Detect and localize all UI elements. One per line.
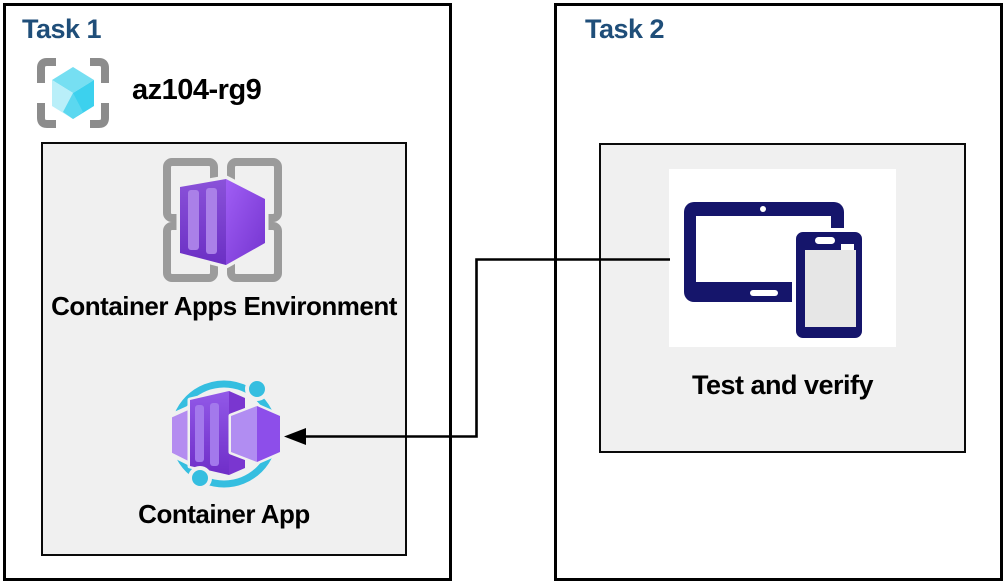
cube-glyph — [52, 67, 94, 119]
environment-label: Container Apps Environment — [51, 291, 397, 321]
task2-inner-panel: Test and verify — [599, 143, 966, 453]
task2-title: Task 2 — [585, 14, 665, 44]
container-app-label: Container App — [138, 499, 310, 529]
devices-icon-background — [669, 169, 896, 347]
task1-inner-panel: Container Apps Environment — [41, 142, 407, 556]
resource-group-label: az104-rg9 — [132, 74, 262, 106]
container-glyph — [176, 175, 269, 269]
task2-box: Task 2 Test and verify — [554, 3, 1003, 581]
container-glyph — [168, 388, 283, 478]
task1-box: Task 1 az104-rg9 — [3, 3, 452, 581]
container-app-icon — [168, 377, 283, 490]
container-apps-environment-icon — [163, 158, 282, 282]
devices-icon — [684, 202, 866, 342]
test-and-verify-label: Test and verify — [691, 370, 874, 400]
phone-glyph — [792, 228, 866, 342]
task1-title: Task 1 — [22, 14, 102, 44]
resource-group-icon — [37, 58, 109, 128]
cycle-dots-glyph — [188, 377, 269, 490]
